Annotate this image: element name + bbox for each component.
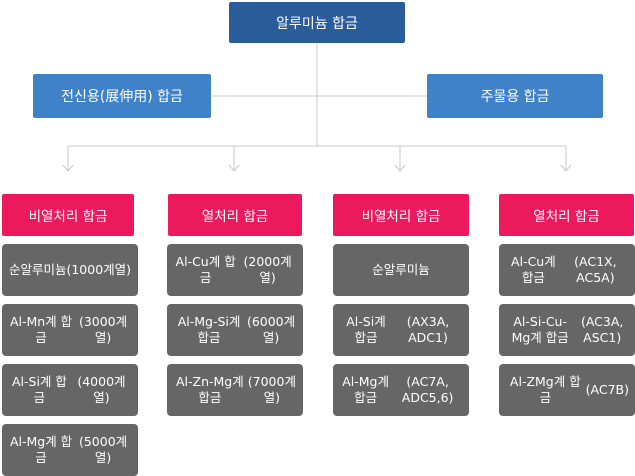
leaf-al-mg-si-6000: Al-Mg-Si계 합금(6000계열) [167, 304, 303, 356]
leaf-pure-aluminum-casting: 순알루미늄 [333, 244, 469, 296]
category-non-heat-treatable-casting: 비열처리 합금 [333, 194, 469, 236]
leaf-al-si-4000: Al-Si계 합금(4000계열) [2, 364, 138, 416]
leaf-al-zmg-ac7b: Al-ZMg계 합금(AC7B) [499, 364, 635, 416]
branch-wrought-alloy: 전신용(展伸用) 합금 [33, 74, 211, 118]
leaf-al-si-cu-mg-ac3a-asc1: Al-Si-Cu-Mg계 합금(AC3A, ASC1) [499, 304, 635, 356]
category-heat-treatable-wrought: 열처리 합금 [168, 194, 302, 236]
leaf-al-cu-2000: Al-Cu계 합금(2000계열) [167, 244, 303, 296]
leaf-al-zn-mg-7000: Al-Zn-Mg계 합금(7000계열) [167, 364, 303, 416]
category-non-heat-treatable-wrought: 비열처리 합금 [2, 194, 134, 236]
category-heat-treatable-casting: 열처리 합금 [499, 194, 634, 236]
leaf-pure-aluminum-1000: 순알루미늄(1000계열) [2, 244, 138, 296]
leaf-al-mg-5000: Al-Mg계 합금(5000계열) [2, 424, 138, 476]
leaf-al-si-ax3a-adc1: Al-Si계 합금(AX3A, ADC1) [333, 304, 469, 356]
leaf-al-mn-3000: Al-Mn계 합금(3000계열) [2, 304, 138, 356]
leaf-al-mg-ac7a-adc5-6: Al-Mg계 합금(AC7A, ADC5,6) [333, 364, 469, 416]
branch-casting-alloy: 주물용 합금 [427, 74, 603, 118]
root-node-aluminum-alloy: 알루미늄 합금 [229, 2, 405, 43]
leaf-al-cu-ac1x-ac5a: Al-Cu계 합금(AC1X, AC5A) [499, 244, 635, 296]
